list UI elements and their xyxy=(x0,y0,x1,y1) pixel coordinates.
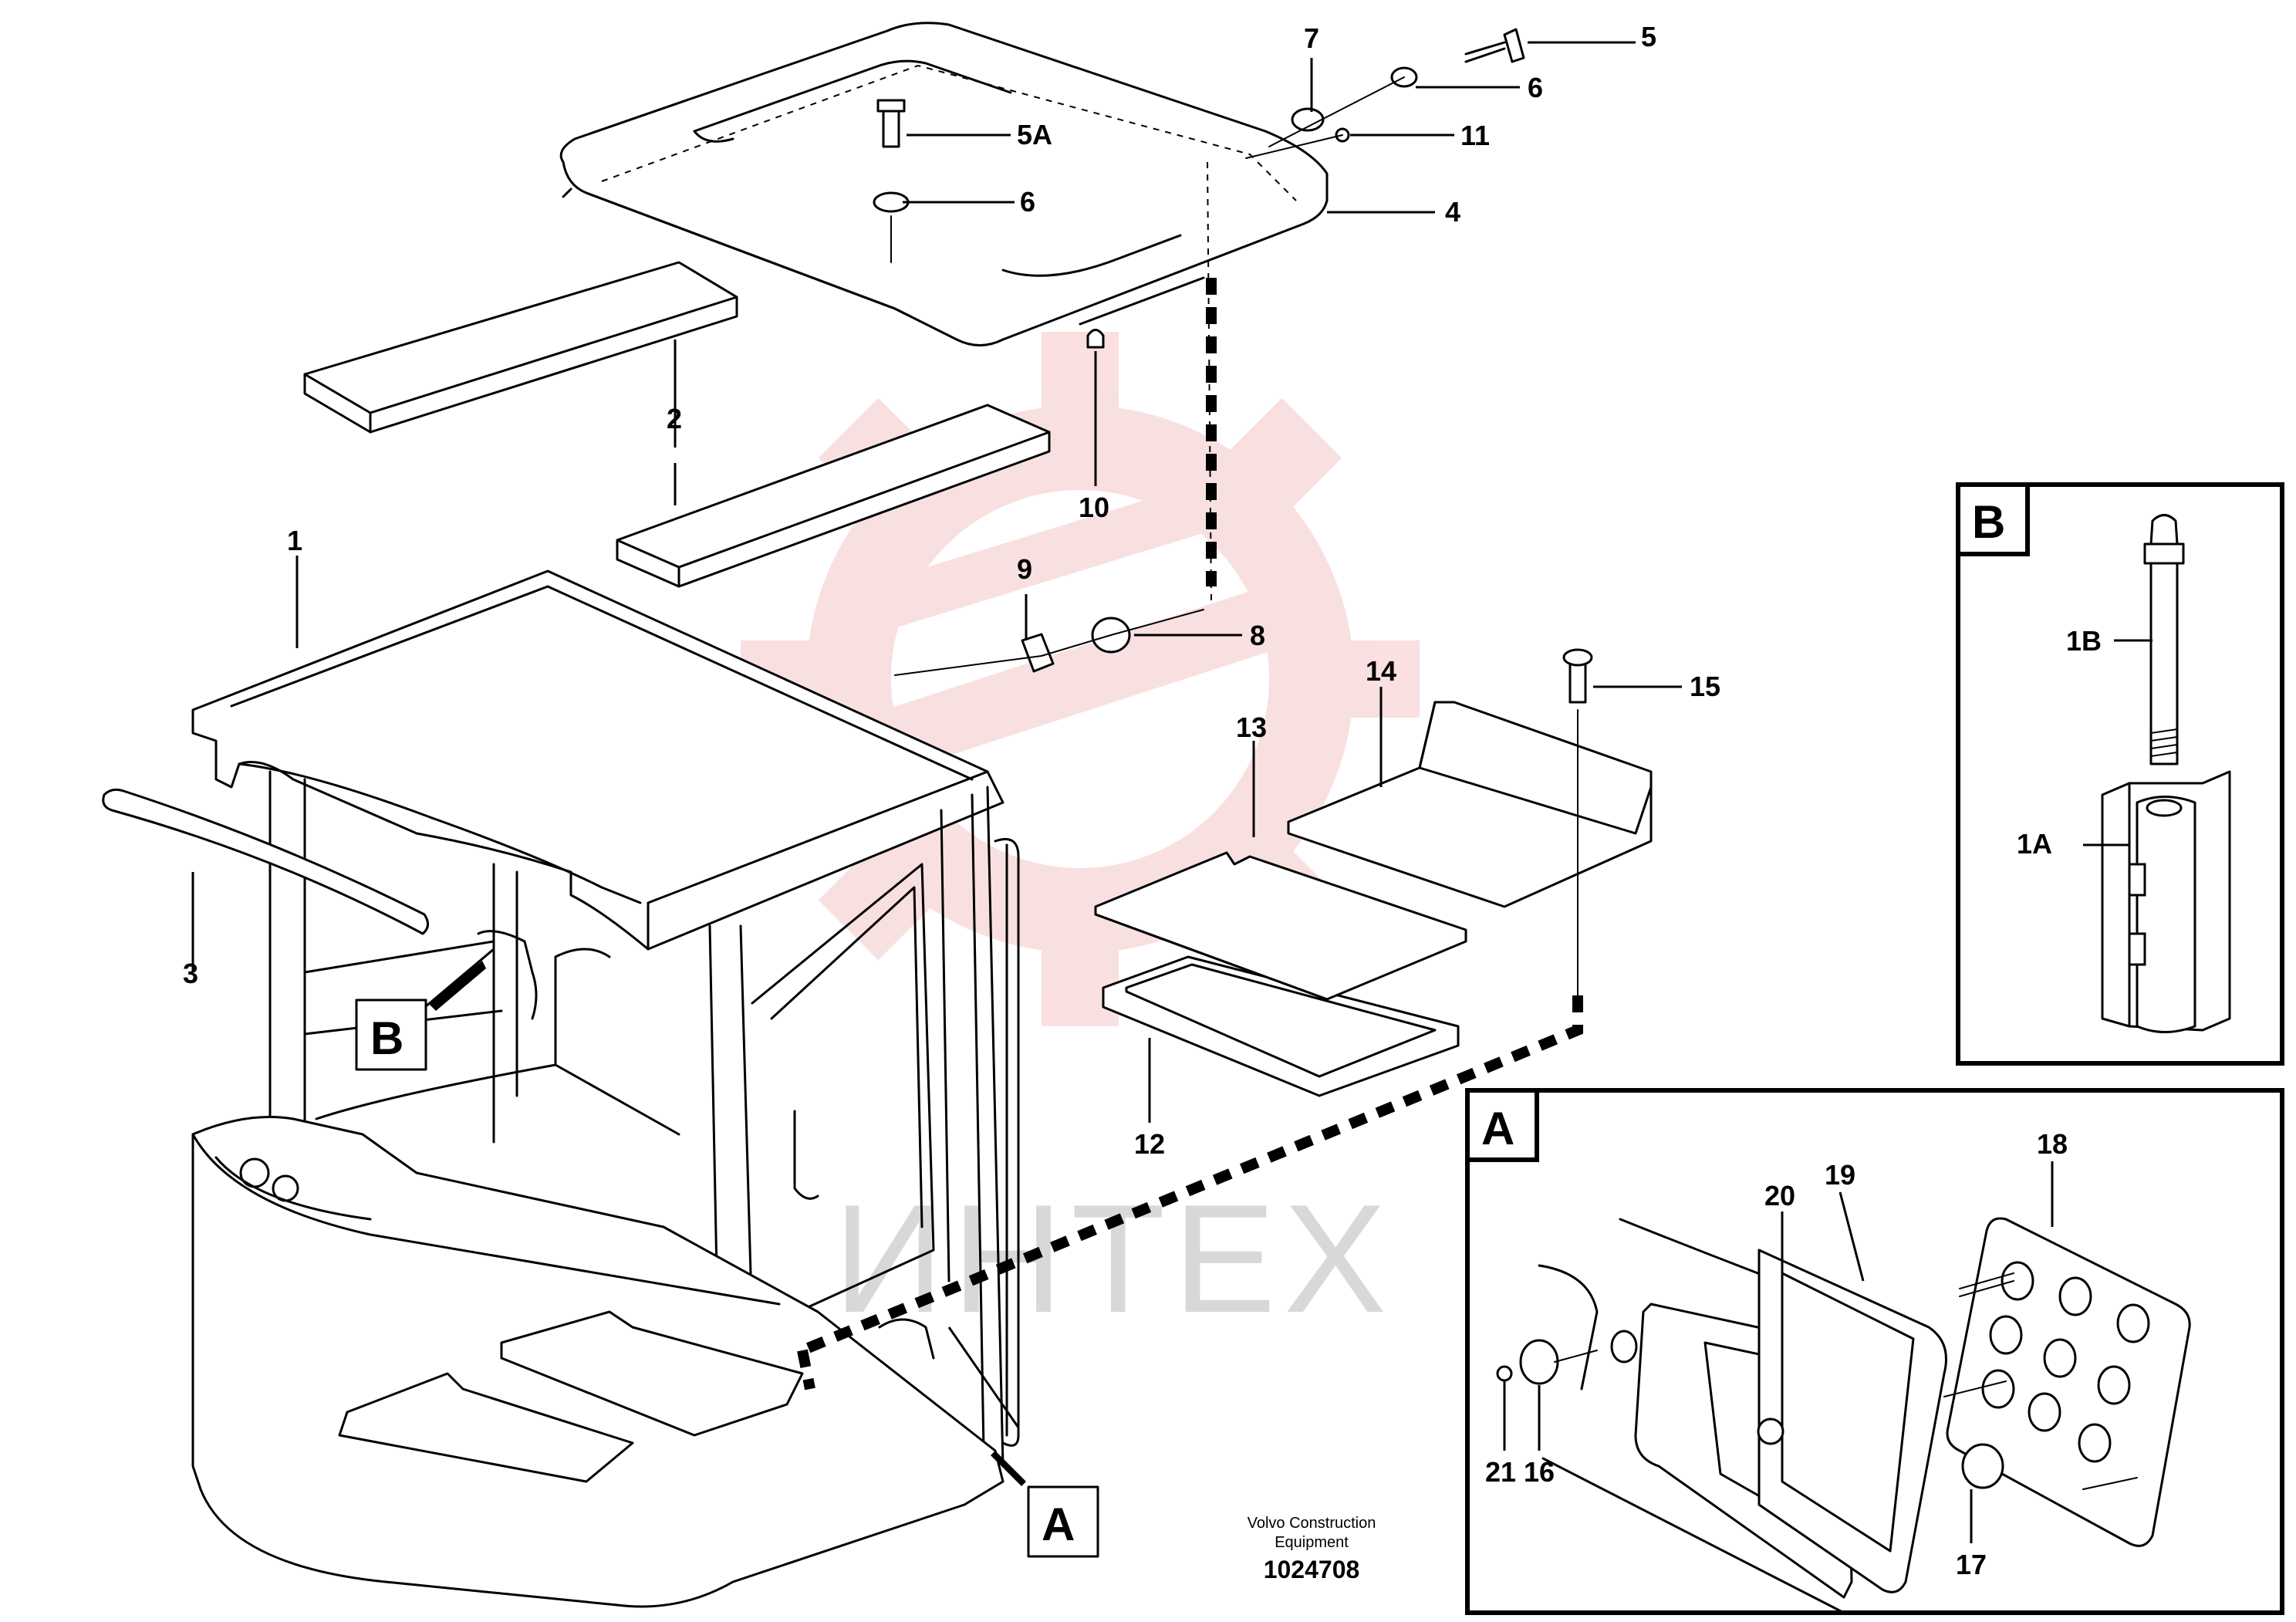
drawing-number: 1024708 xyxy=(1264,1556,1360,1583)
callout-6a: 6 xyxy=(1528,72,1543,103)
callout-12: 12 xyxy=(1134,1128,1165,1160)
callout-9: 9 xyxy=(1017,553,1032,585)
view-ref-a: A xyxy=(991,1451,1099,1558)
watermark-text: ИНТЕХ xyxy=(833,1173,1394,1345)
roof-panel-part-4 xyxy=(559,22,1329,346)
leader-lines xyxy=(191,41,1682,1428)
callout-8: 8 xyxy=(1250,620,1265,651)
svg-text:B: B xyxy=(1972,496,2005,548)
callout-6b: 6 xyxy=(1020,186,1035,218)
callout-11: 11 xyxy=(1460,120,1490,151)
callout-1b: 1B xyxy=(2066,625,2102,657)
floor-mat-part-12 xyxy=(1102,955,1460,1097)
assembly-dashes xyxy=(797,278,1583,1391)
footer-line-2: Equipment xyxy=(1275,1534,1349,1551)
callout-21: 21 xyxy=(1485,1456,1516,1488)
view-ref-b: B xyxy=(355,961,486,1071)
callout-4: 4 xyxy=(1445,196,1460,228)
callout-10: 10 xyxy=(1079,492,1109,523)
callout-13: 13 xyxy=(1236,711,1267,743)
callout-1: 1 xyxy=(287,525,302,556)
callout-5a: 5A xyxy=(1017,119,1052,150)
callout-16: 16 xyxy=(1524,1456,1555,1488)
floor-mat-part-13 xyxy=(1094,851,1467,1001)
svg-text:A: A xyxy=(1481,1103,1514,1154)
callout-17: 17 xyxy=(1956,1549,1987,1580)
callout-18: 18 xyxy=(2037,1128,2068,1160)
callout-2: 2 xyxy=(667,403,682,434)
svg-text:A: A xyxy=(1042,1499,1075,1550)
seal-strip-part-3 xyxy=(102,788,429,935)
detail-box-b: B xyxy=(1956,482,2284,1066)
callout-1a: 1A xyxy=(2017,828,2052,860)
fastener-parts xyxy=(873,28,1593,704)
insulation-board-part-2 xyxy=(303,261,1051,588)
callout-20: 20 xyxy=(1764,1180,1795,1211)
detail-box-a: A xyxy=(1465,1088,2284,1615)
callout-14: 14 xyxy=(1366,655,1396,687)
footer-line-1: Volvo Construction xyxy=(1248,1515,1376,1532)
callout-15: 15 xyxy=(1690,671,1720,702)
floor-mat-part-14 xyxy=(1287,701,1653,908)
cab-body-part-1 xyxy=(191,569,1020,1608)
callout-19: 19 xyxy=(1825,1159,1855,1191)
callout-5: 5 xyxy=(1641,21,1656,52)
callout-3: 3 xyxy=(183,958,198,989)
callout-labels: 1 1A 1B 2 3 4 5 5A 6 6 7 8 9 10 11 12 13… xyxy=(183,21,2102,1580)
footer: Volvo Construction Equipment 1024708 xyxy=(1248,1515,1376,1583)
svg-text:B: B xyxy=(370,1012,403,1064)
callout-7: 7 xyxy=(1304,22,1319,54)
